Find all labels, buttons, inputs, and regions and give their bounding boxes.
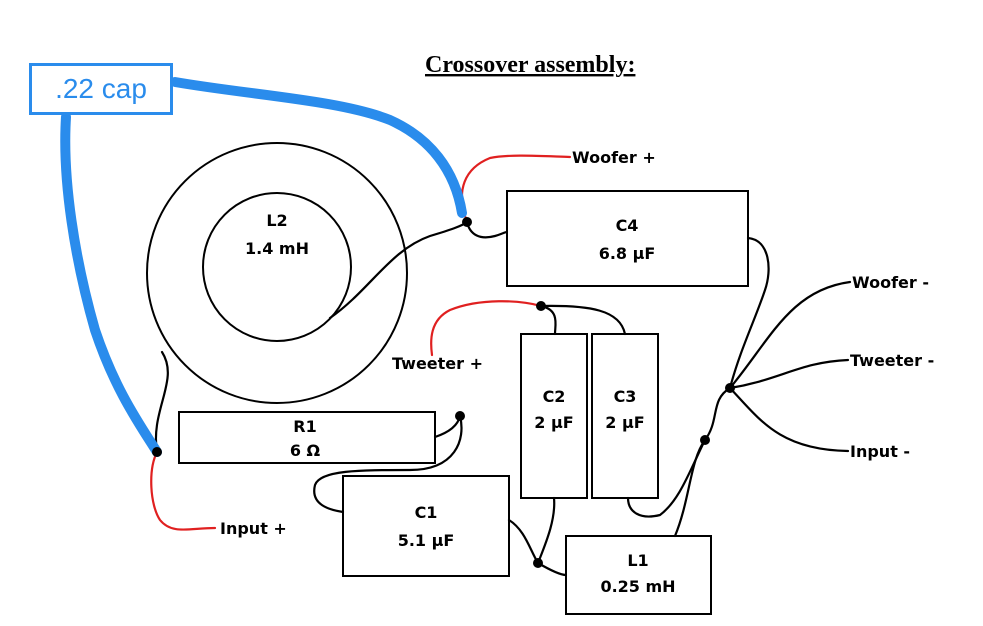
cap-022-label: .22 cap bbox=[29, 63, 173, 115]
capacitor-c1: C1 5.1 µF bbox=[342, 475, 510, 577]
c1-value: 5.1 µF bbox=[398, 531, 455, 550]
c4-value: 6.8 µF bbox=[599, 244, 656, 263]
label-tweeter-neg: Tweeter - bbox=[850, 351, 934, 370]
label-input-neg: Input - bbox=[850, 442, 910, 461]
label-tweeter-pos: Tweeter + bbox=[392, 354, 483, 373]
capacitor-c4: C4 6.8 µF bbox=[506, 190, 749, 287]
inductor-l2: L2 1.4 mH bbox=[146, 142, 408, 404]
c3-name: C3 bbox=[614, 387, 637, 406]
junction-r1 bbox=[455, 411, 465, 421]
junction-l1 bbox=[700, 435, 710, 445]
capacitor-c3: C3 2 µF bbox=[591, 333, 659, 499]
label-woofer-pos: Woofer + bbox=[572, 148, 656, 167]
junctions bbox=[152, 217, 735, 568]
l1-value: 0.25 mH bbox=[600, 577, 675, 596]
l2-value: 1.4 mH bbox=[245, 239, 309, 258]
c2-value: 2 µF bbox=[534, 413, 573, 432]
junction-lower bbox=[533, 558, 543, 568]
c3-value: 2 µF bbox=[605, 413, 644, 432]
label-input-pos: Input + bbox=[220, 519, 287, 538]
junction-top bbox=[462, 217, 472, 227]
r1-value: 6 Ω bbox=[290, 441, 321, 460]
junction-c2c3 bbox=[536, 301, 546, 311]
c4-name: C4 bbox=[616, 216, 639, 235]
cap-022-wire bbox=[60, 77, 467, 457]
capacitor-c2: C2 2 µF bbox=[520, 333, 588, 499]
resistor-r1: R1 6 Ω bbox=[178, 411, 436, 464]
l2-name: L2 bbox=[266, 211, 287, 230]
c2-name: C2 bbox=[543, 387, 566, 406]
junction-ground bbox=[725, 383, 735, 393]
c1-name: C1 bbox=[415, 503, 438, 522]
label-woofer-neg: Woofer - bbox=[852, 273, 929, 292]
diagram-title: Crossover assembly: bbox=[425, 52, 635, 78]
l1-name: L1 bbox=[627, 551, 648, 570]
inductor-l1: L1 0.25 mH bbox=[565, 535, 712, 615]
r1-name: R1 bbox=[293, 417, 316, 436]
junction-input bbox=[152, 447, 162, 457]
